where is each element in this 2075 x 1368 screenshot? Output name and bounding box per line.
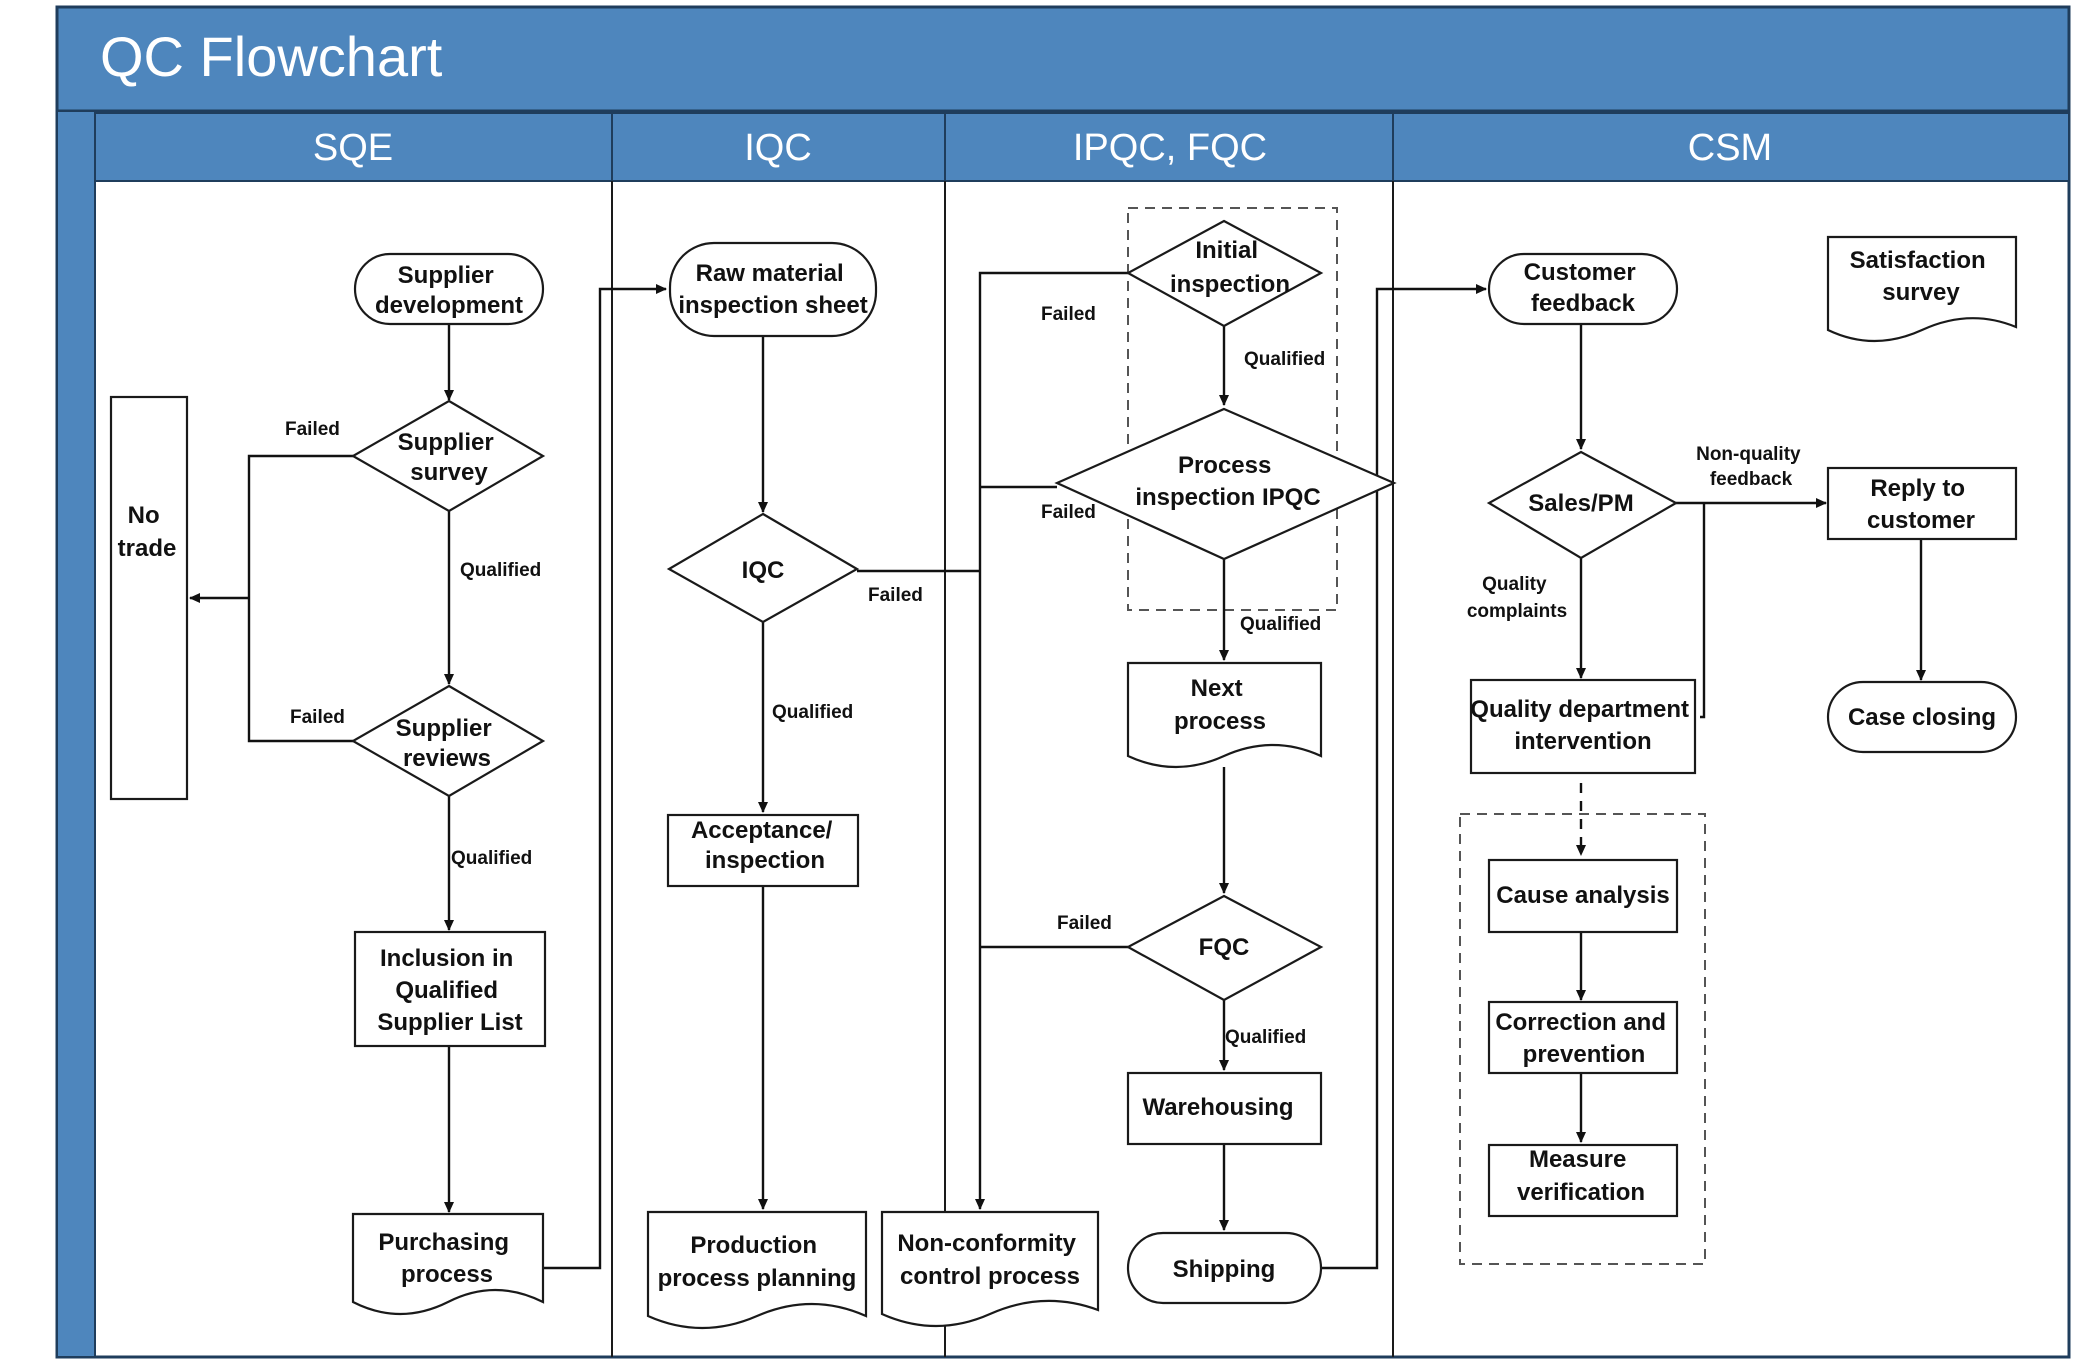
lane-label-csm: CSM — [1688, 127, 1772, 169]
left-band — [56, 110, 96, 1358]
terminal-no-trade[interactable]: No trade — [109, 395, 189, 801]
ipqc-group-box — [1127, 207, 1338, 611]
edge-label-quality-complaints: Quality complaints — [1467, 574, 1567, 622]
node-case-closing[interactable]: Case closing — [1826, 680, 2018, 754]
process-reply-to-customer[interactable]: Reply to customer — [1826, 466, 2018, 541]
lane-label-sqe: SQE — [313, 127, 393, 169]
node-shipping[interactable]: Shipping — [1126, 1231, 1323, 1305]
edge-label-iqc-failed: Failed — [868, 585, 923, 606]
process-cause-analysis[interactable]: Cause analysis — [1487, 858, 1679, 934]
lane-header-csm — [1392, 112, 2070, 182]
node-label: IQC — [742, 557, 785, 584]
node-label: Sales/PM — [1528, 490, 1633, 517]
edge-label-ipqc-qualified: Qualified — [1240, 614, 1321, 635]
node-label: Purchasing process — [378, 1229, 515, 1288]
decision-iqc[interactable]: IQC — [666, 512, 860, 624]
edge-label-reviews-failed: Failed — [290, 707, 345, 728]
process-quality-department-intervention[interactable]: Quality department intervention — [1469, 678, 1697, 775]
lane-label-ipqc-fqc: IPQC, FQC — [1073, 127, 1267, 169]
node-label: Non-conformity control process — [897, 1230, 1082, 1290]
node-label: Process inspection IPQC — [1135, 452, 1320, 511]
node-label: Quality department intervention — [1470, 696, 1695, 755]
node-label: Initial inspection — [1170, 237, 1290, 298]
node-label: Measure verification — [1517, 1146, 1645, 1206]
node-label: Customer feedback — [1524, 259, 1643, 317]
node-label: Cause analysis — [1496, 882, 1669, 909]
process-measure-verification[interactable]: Measure verification — [1487, 1143, 1679, 1218]
lane-label-iqc: IQC — [744, 127, 812, 169]
document-next-process[interactable]: Next process — [1126, 661, 1323, 769]
edge-label-survey-qualified: Qualified — [460, 560, 541, 581]
node-label: Acceptance/ inspection — [691, 817, 839, 874]
diagram-frame — [55, 5, 2071, 1359]
node-label: Supplier survey — [398, 429, 501, 486]
node-label: Satisfaction survey — [1850, 247, 1993, 306]
node-label: FQC — [1199, 934, 1250, 961]
edge-label-ipqc-failed: Failed — [1041, 502, 1096, 523]
edge-label-iqc-qualified: Qualified — [772, 702, 853, 723]
process-warehousing[interactable]: Warehousing — [1126, 1071, 1323, 1146]
document-non-conformity-control-process[interactable]: Non-conformity control process — [880, 1210, 1100, 1328]
node-label: Reply to customer — [1867, 475, 1975, 534]
node-label: Warehousing — [1142, 1094, 1293, 1121]
node-label: Production process planning — [658, 1232, 857, 1292]
lane-header-sqe — [94, 112, 613, 182]
edge-label-survey-failed: Failed — [285, 419, 340, 440]
node-label: Supplier development — [375, 262, 523, 319]
diagram-title: QC Flowchart — [100, 25, 443, 88]
node-raw-material-inspection-sheet[interactable]: Raw material inspection sheet — [668, 241, 878, 338]
edge-label-reviews-qualified: Qualified — [451, 848, 532, 869]
node-customer-feedback[interactable]: Customer feedback — [1487, 252, 1679, 326]
edge-label-fqc-failed: Failed — [1057, 913, 1112, 934]
lane-header-iqc — [611, 112, 946, 182]
node-label: Inclusion in Qualified Supplier List — [377, 945, 522, 1036]
decision-supplier-survey[interactable]: Supplier survey — [350, 399, 546, 513]
node-label: No trade — [118, 502, 177, 562]
decision-process-inspection-ipqc[interactable]: Process inspection IPQC — [1054, 407, 1397, 561]
node-label: Raw material inspection sheet — [678, 260, 867, 319]
node-label: Correction and prevention — [1495, 1009, 1672, 1068]
node-label: Supplier reviews — [396, 715, 499, 772]
document-satisfaction-survey[interactable]: Satisfaction survey — [1826, 235, 2018, 343]
decision-fqc[interactable]: FQC — [1125, 894, 1324, 1002]
decision-sales-pm[interactable]: Sales/PM — [1486, 450, 1679, 560]
node-label: Shipping — [1173, 1256, 1276, 1283]
node-label: Next process — [1174, 675, 1266, 735]
process-inclusion-qualified-supplier-list[interactable]: Inclusion in Qualified Supplier List — [353, 930, 547, 1048]
corrective-action-group-box — [1459, 813, 1706, 1265]
document-purchasing-process[interactable]: Purchasing process — [351, 1212, 545, 1316]
decision-supplier-reviews[interactable]: Supplier reviews — [350, 684, 546, 798]
edge-label-initial-qualified: Qualified — [1244, 349, 1325, 370]
title-bar — [55, 5, 2071, 113]
edge-label-initial-failed: Failed — [1041, 304, 1096, 325]
process-correction-and-prevention[interactable]: Correction and prevention — [1487, 1000, 1679, 1075]
node-supplier-development[interactable]: Supplier development — [353, 252, 545, 326]
node-label: Case closing — [1848, 704, 1996, 731]
connectors — [189, 271, 1926, 1270]
process-acceptance-inspection[interactable]: Acceptance/ inspection — [666, 813, 860, 888]
edge-label-non-quality: Non-quality feedback — [1696, 444, 1806, 490]
document-production-process-planning[interactable]: Production process planning — [646, 1210, 868, 1330]
edge-label-fqc-qualified: Qualified — [1225, 1027, 1306, 1048]
decision-initial-inspection[interactable]: Initial inspection — [1125, 219, 1324, 328]
